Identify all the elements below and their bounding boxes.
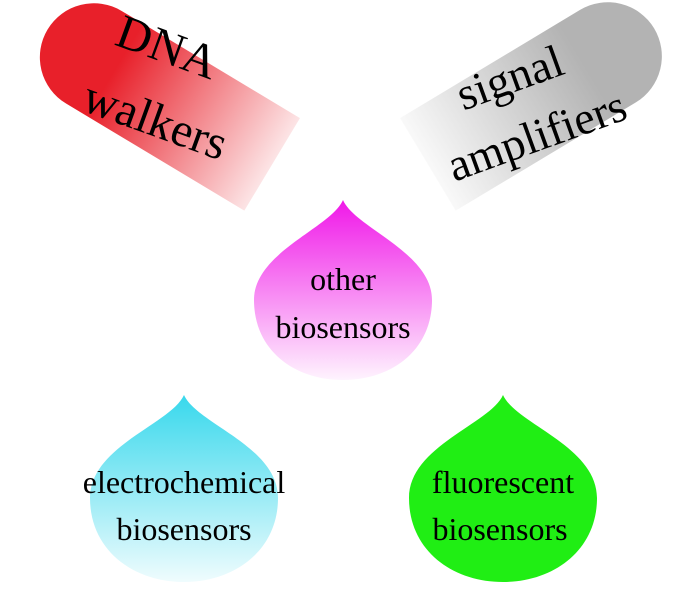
other-biosensors-line1: other — [310, 261, 376, 297]
drop-fluorescent-biosensors — [409, 395, 597, 582]
electrochemical-biosensors-line2: biosensors — [116, 511, 251, 547]
fluorescent-biosensors-line2: biosensors — [432, 511, 567, 547]
capsule-dna-walkers — [39, 3, 300, 211]
other-biosensors-line2: biosensors — [275, 309, 410, 345]
capsule-signal-amplifiers-shape — [400, 2, 662, 211]
drop-electrochemical-biosensors — [90, 395, 278, 582]
capsule-dna-walkers-shape — [39, 3, 300, 211]
drop-other-biosensors — [254, 200, 432, 380]
capsule-signal-amplifiers — [400, 2, 662, 211]
fluorescent-biosensors-line1: fluorescent — [432, 464, 574, 500]
electrochemical-biosensors-line1: electrochemical — [83, 464, 286, 500]
